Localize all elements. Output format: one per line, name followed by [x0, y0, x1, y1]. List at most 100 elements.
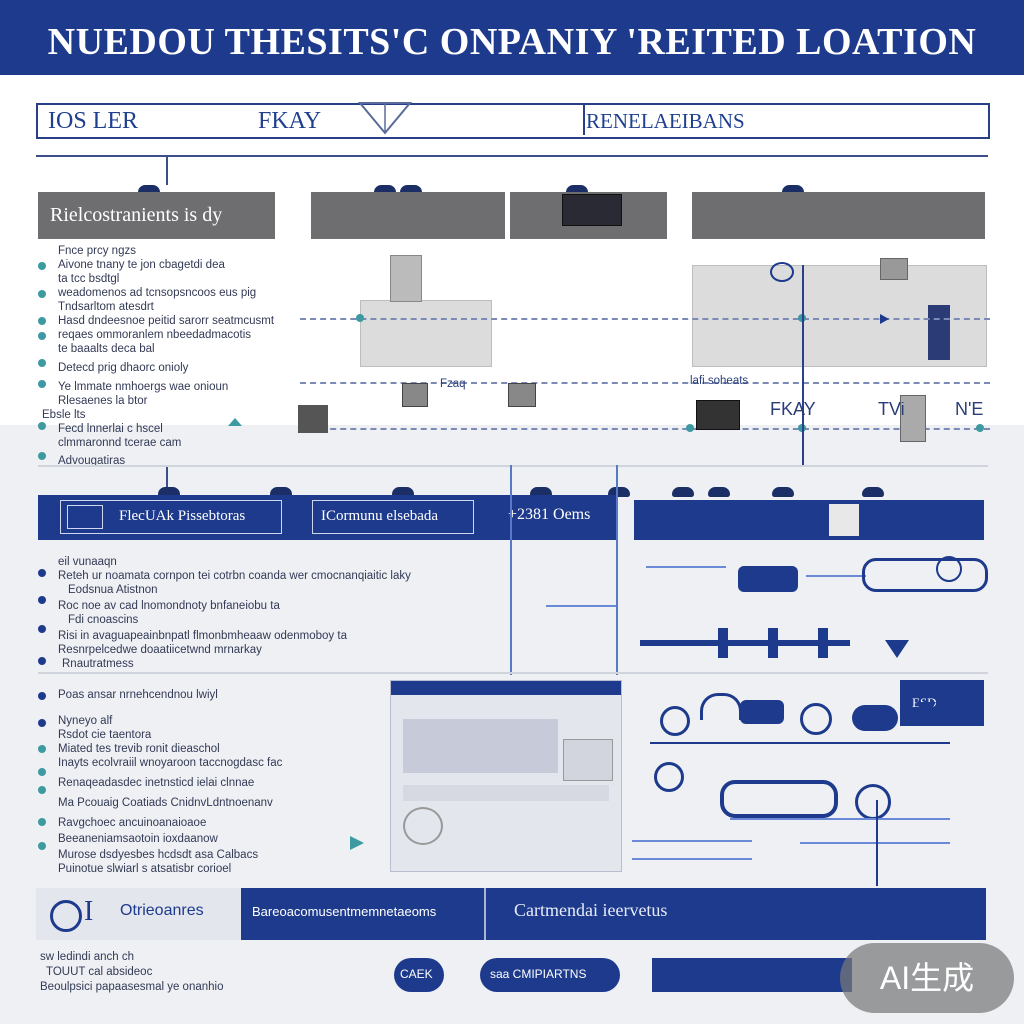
bullet	[38, 422, 46, 430]
node-dot	[400, 185, 422, 195]
text-line: Nyneyo alf	[58, 715, 113, 727]
footer-icon-mark: I	[84, 896, 94, 927]
monitor-icon	[67, 505, 103, 529]
connector-vertical	[616, 465, 618, 675]
text-line: Reteh ur noamata cornpon tei cotrbn coan…	[58, 570, 411, 582]
node-dot	[374, 185, 396, 195]
grey-header-box	[692, 192, 985, 239]
text-line: Hasd dndeesnoe peitid sarorr seatmcusmt	[58, 315, 275, 327]
text-line: reqaes ommoranlem nbeedadmacotis	[58, 329, 252, 341]
bullet	[38, 380, 46, 388]
screen-widget	[563, 739, 613, 781]
text-line: Renaqeadasdec inetnsticd ielai clnnae	[58, 777, 255, 789]
connector-vertical	[802, 265, 804, 465]
section2-label: FlecUAk Pissebtoras	[119, 508, 246, 524]
subheader-right: RENELAEIBANS	[586, 109, 745, 133]
footer-button-label: CAEK	[400, 967, 433, 981]
text-line: Poas ansar nrnehcendnou lwiyl	[58, 689, 218, 701]
device-icon	[880, 258, 908, 280]
footer-button-label: saa CMIPIARTNS	[490, 967, 587, 981]
bullet	[38, 359, 46, 367]
subheader-left: IOS LER	[48, 108, 138, 134]
toggle-icon	[852, 705, 898, 731]
flow-node	[356, 314, 364, 322]
text-line: Aivone tnany te jon cbagetdi dea	[58, 259, 225, 271]
text-line: Advougatiras	[58, 455, 126, 467]
title-bar	[0, 0, 1024, 75]
diagram-panel	[360, 300, 492, 367]
search-icon	[50, 900, 82, 932]
footer-note: sw ledindi anch ch	[40, 951, 134, 963]
node-marker	[718, 628, 728, 658]
globe-icon	[654, 762, 684, 792]
section2-header-bar	[38, 495, 618, 540]
subheader-middle: FKAY	[258, 108, 322, 134]
chat-bubble-icon	[862, 558, 988, 592]
text-line: Puinotue slwiarl s atsatisbr corioel	[58, 863, 232, 875]
text-line: Fdi cnoascins	[68, 614, 139, 626]
text-line: Roc noe av cad lnomondnoty bnfaneiobu ta	[58, 600, 280, 612]
footer-left-box: I Otrieoanres	[36, 888, 241, 940]
bullet	[38, 719, 46, 727]
bullet	[38, 262, 46, 270]
ai-generated-badge: AI生成	[840, 943, 1014, 1013]
bullet	[38, 768, 46, 776]
server-icon	[390, 255, 422, 302]
section2-label-box: FlecUAk Pissebtoras	[60, 500, 282, 534]
footer-button-left[interactable]: CAEK	[394, 958, 444, 992]
text-line: eil vunaaqn	[58, 556, 117, 568]
connector-horizontal	[800, 842, 950, 844]
annotation: Fzaq	[440, 378, 466, 390]
bullet	[38, 569, 46, 577]
text-line: Rlesaenes la btor	[58, 395, 148, 407]
screen-titlebar	[391, 681, 621, 695]
section3-label-box: ESD	[900, 680, 984, 726]
text-line: Eodsnua Atistnon	[68, 584, 158, 596]
text-line: Ebsle lts	[42, 409, 86, 421]
text-line: Risi in avaguapeainbnpatl flmonbmheaaw o…	[58, 630, 347, 642]
connector-bar	[640, 640, 850, 646]
text-line: ta tcc bsdtgl	[58, 273, 120, 285]
connector-horizontal	[650, 742, 950, 744]
node-dot	[708, 487, 730, 497]
separator	[38, 672, 988, 674]
annotation: FKAY	[770, 402, 816, 416]
connector-horizontal	[546, 605, 616, 607]
node-dot	[530, 487, 552, 497]
section2-label: +2381 Oems	[508, 506, 591, 523]
footer-button-right[interactable]: saa CMIPIARTNS	[480, 958, 620, 992]
globe-icon	[936, 556, 962, 582]
footer-blue-block	[652, 958, 852, 992]
text-line: Beeaneniamsaotoin ioxdaanow	[58, 833, 218, 845]
section1-label: Rielcostranients is dy	[50, 204, 223, 226]
screen-content	[403, 719, 558, 773]
node-dot	[772, 487, 794, 497]
flow-line	[300, 382, 990, 384]
footer-middle-label: Bareoacomusentmemnetaeoms	[252, 904, 437, 919]
connector-vertical	[510, 465, 512, 675]
screen-toolbar	[403, 785, 609, 801]
text-line: Ravgchoec ancuinoanaioaoe	[58, 817, 207, 829]
device-icon	[402, 383, 428, 407]
device-icon	[508, 383, 536, 407]
text-line: te baaalts deca bal	[58, 343, 155, 355]
device-icon	[740, 700, 784, 724]
flow-node	[976, 424, 984, 432]
bullet	[38, 745, 46, 753]
flow-line	[300, 428, 990, 430]
node-marker	[818, 628, 828, 658]
section2-label-box: ICormunu elsebada	[312, 500, 474, 534]
subheader-divider	[583, 103, 585, 135]
server-icon	[928, 305, 950, 360]
text-line: Fecd lnnerlai c hscel	[58, 423, 163, 435]
globe-icon	[770, 262, 794, 282]
bullet	[38, 692, 46, 700]
arrow-icon	[880, 314, 889, 324]
flow-line	[300, 318, 990, 320]
gauge-icon	[403, 807, 443, 845]
text-line: Inayts ecolvraiil wnoyaroon taccnogdasc …	[58, 757, 283, 769]
node-dot	[672, 487, 694, 497]
grey-header-box	[510, 192, 667, 239]
node-dot	[782, 185, 804, 195]
target-icon	[800, 703, 832, 735]
